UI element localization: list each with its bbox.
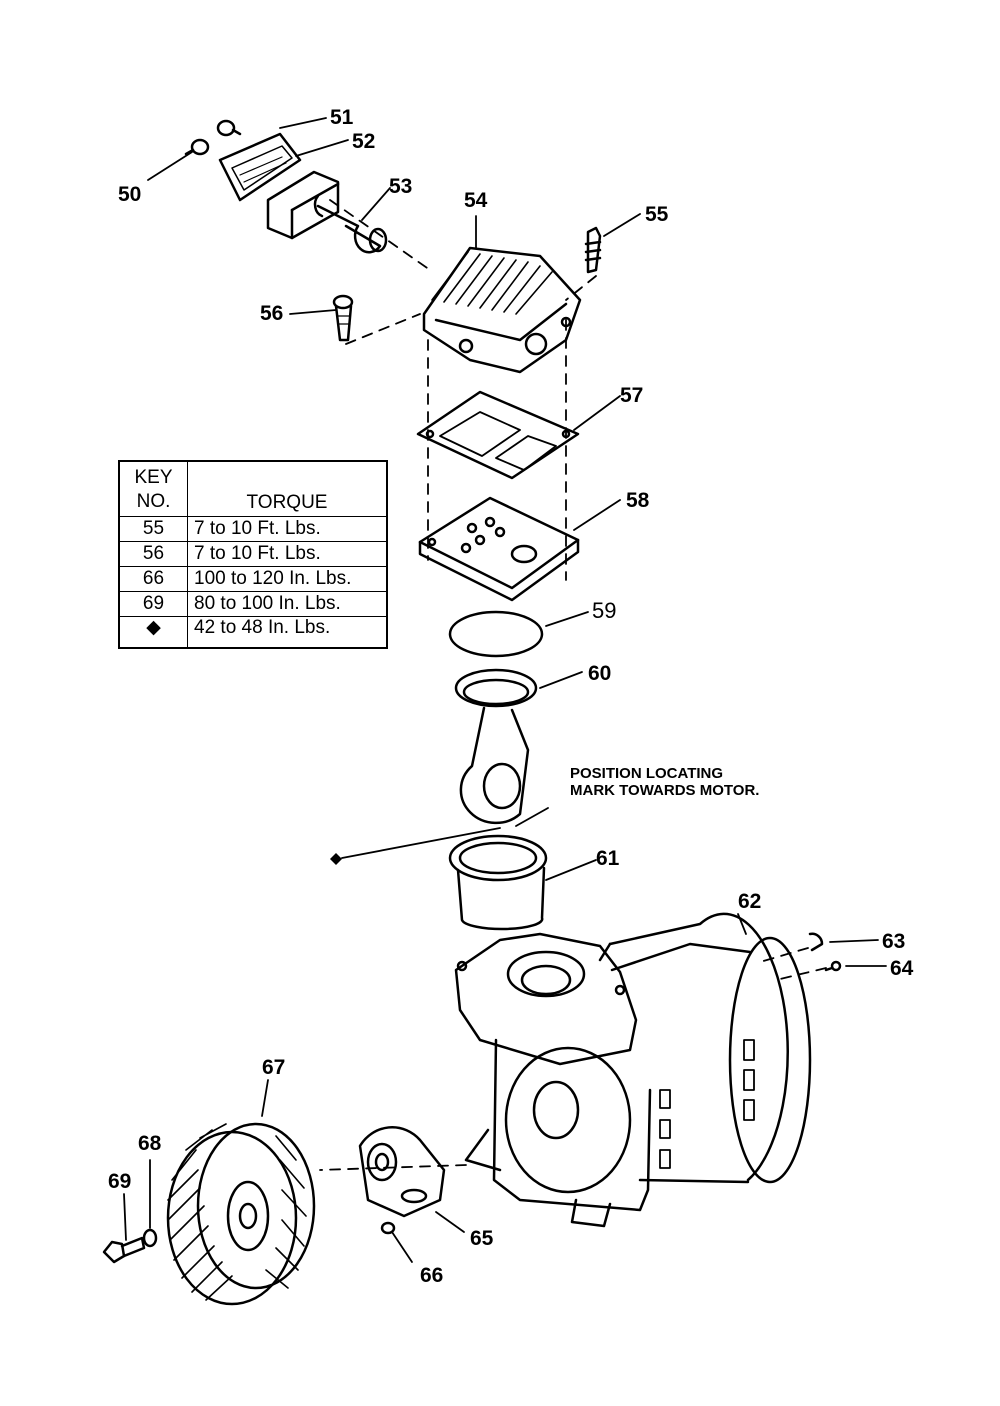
callout-64: 64 <box>890 957 914 980</box>
table-row: 55 7 to 10 Ft. Lbs. <box>118 516 388 542</box>
note-line-2: MARK TOWARDS MOTOR. <box>570 782 759 799</box>
row-key: 69 <box>118 591 188 617</box>
part-61-bearing <box>448 834 548 931</box>
part-crankcase <box>454 932 652 1228</box>
row-torque: 7 to 10 Ft. Lbs. <box>187 516 388 542</box>
part-53-intake-filter <box>266 170 388 254</box>
table-row: ◆ 42 to 48 In. Lbs. <box>118 616 388 649</box>
table-header-row: KEY NO. TORQUE <box>118 460 388 517</box>
table-row: 69 80 to 100 In. Lbs. <box>118 591 388 617</box>
header-key-line1: KEY <box>134 467 173 488</box>
callout-61: 61 <box>596 847 620 870</box>
row-key: 55 <box>118 516 188 542</box>
callout-57: 57 <box>620 384 643 407</box>
callout-56: 56 <box>260 302 283 325</box>
callout-66: 66 <box>420 1264 443 1287</box>
callout-63: 63 <box>882 930 905 953</box>
callout-68: 68 <box>138 1132 162 1155</box>
part-57-gasket <box>416 390 580 480</box>
part-54-cylinder-head <box>422 246 582 374</box>
table-header-key: KEY NO. <box>118 460 188 517</box>
row-key: 56 <box>118 541 188 567</box>
part-51-screw <box>216 119 242 137</box>
callout-53: 53 <box>389 175 412 198</box>
part-65-fan-adaptor <box>358 1126 446 1218</box>
part-67-blower-wheel <box>166 1122 316 1306</box>
diamond-marker-icon <box>330 853 342 865</box>
callout-54: 54 <box>464 189 488 212</box>
callout-51: 51 <box>330 106 354 129</box>
callout-58: 58 <box>626 489 650 512</box>
row-key: 66 <box>118 566 188 592</box>
note-line-1: POSITION LOCATING <box>570 765 723 782</box>
header-key-line2: NO. <box>136 491 171 512</box>
part-55-fitting <box>584 226 602 274</box>
part-66-setscrew <box>380 1221 396 1235</box>
part-69-bolt <box>102 1236 146 1264</box>
locating-mark-note: POSITION LOCATING MARK TOWARDS MOTOR. <box>570 765 759 799</box>
callout-69: 69 <box>108 1170 131 1193</box>
row-torque: 7 to 10 Ft. Lbs. <box>187 541 388 567</box>
row-torque: 100 to 120 In. Lbs. <box>187 566 388 592</box>
part-62-motor <box>598 912 812 1184</box>
table-row: 66 100 to 120 In. Lbs. <box>118 566 388 592</box>
callout-50: 50 <box>118 183 141 206</box>
callout-67: 67 <box>262 1056 285 1079</box>
row-torque: 80 to 100 In. Lbs. <box>187 591 388 617</box>
part-50-screw <box>184 138 210 156</box>
assembly-guide-lines <box>319 199 827 1171</box>
callout-52: 52 <box>352 130 375 153</box>
part-64-screw <box>824 960 842 972</box>
part-56-bolt <box>332 294 354 342</box>
row-key-diamond-icon: ◆ <box>118 616 188 649</box>
callout-leaders <box>123 117 887 1263</box>
part-59-o-ring <box>448 610 544 658</box>
callout-60: 60 <box>588 662 611 685</box>
callout-55: 55 <box>645 203 669 226</box>
torque-table: KEY NO. TORQUE 55 7 to 10 Ft. Lbs. 56 7 … <box>118 460 388 649</box>
callout-labels: 50 51 52 53 54 55 56 57 58 59 60 61 62 6… <box>108 106 914 1287</box>
part-68-washer <box>142 1228 158 1248</box>
callout-59: 59 <box>592 598 616 623</box>
part-60-connecting-rod <box>454 668 538 825</box>
part-58-valve-plate <box>418 496 580 602</box>
part-63-clip <box>808 932 824 952</box>
callout-62: 62 <box>738 890 761 913</box>
table-header-torque: TORQUE <box>187 460 388 517</box>
callout-65: 65 <box>470 1227 494 1250</box>
part-52-plate <box>218 132 302 202</box>
row-torque: 42 to 48 In. Lbs. <box>187 616 388 649</box>
table-row: 56 7 to 10 Ft. Lbs. <box>118 541 388 567</box>
